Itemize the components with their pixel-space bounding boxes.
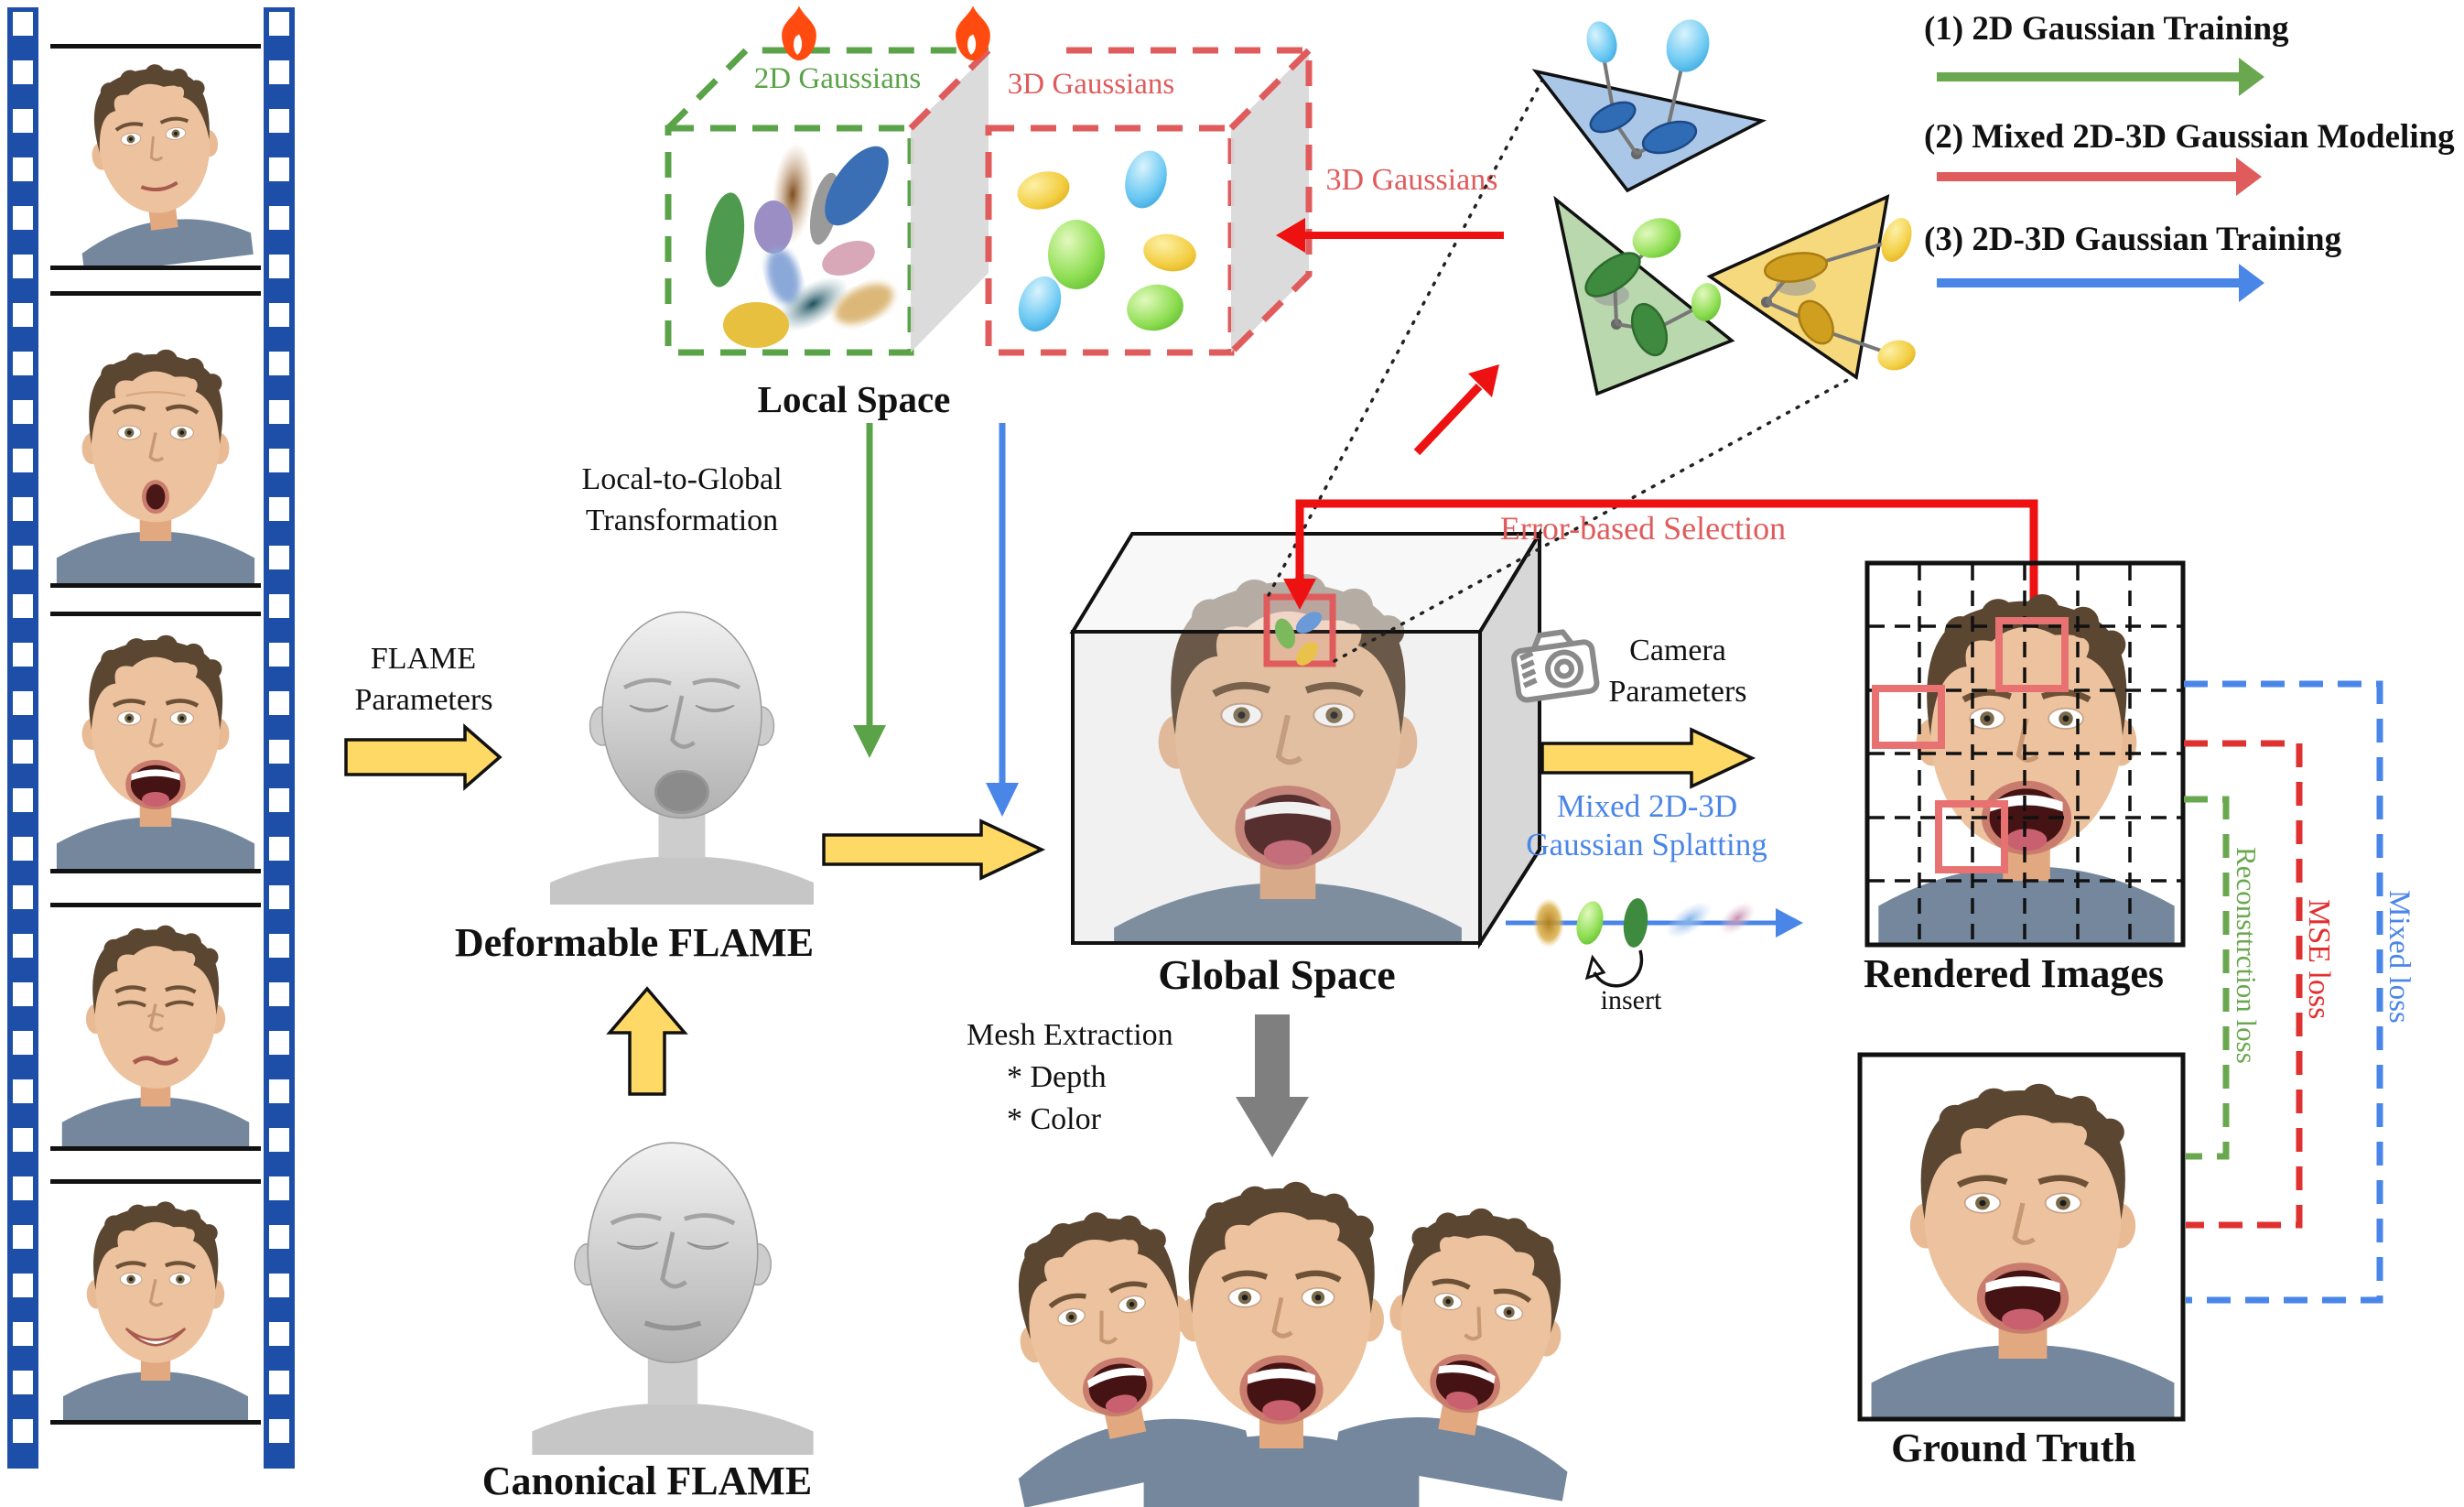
legend-arrow-2d-training	[1937, 58, 2264, 96]
filmstrip-left-rail	[7, 7, 38, 1469]
flame-icon-2d	[782, 5, 816, 61]
rendered-images-box	[1864, 560, 2186, 945]
global-space-cube	[1069, 526, 1543, 949]
camera-parameters-arrow	[1540, 727, 1756, 789]
filmstrip-frame-1	[50, 44, 261, 270]
2d-gaussian-blobs	[705, 143, 893, 348]
deformable-flame-label: Deformable FLAME	[454, 920, 815, 965]
canonical-up-arrow	[606, 986, 688, 1096]
reconstruction-loss-label: Reconsttrction loss	[2231, 847, 2263, 1064]
filmstrip-right-rail	[264, 7, 295, 1469]
mixed-splatting-line2: Gaussian Splatting	[1526, 827, 1767, 862]
2d3d-training-down-arrow	[986, 423, 1019, 817]
triangle-yellow	[1706, 194, 1916, 380]
rendered-images-label: Rendered Images	[1864, 951, 2164, 996]
reconstruction-loss-path	[2184, 796, 2230, 1160]
splatting-ray	[1506, 898, 1803, 988]
error-based-selection-label: Error-based Selection	[1499, 510, 1787, 547]
triangle-green	[1553, 195, 1735, 396]
flame-parameters-arrow	[344, 723, 503, 791]
mse-loss-path	[2184, 740, 2303, 1229]
ground-truth-box	[1857, 1052, 2186, 1419]
local-to-global-arrow	[822, 819, 1046, 881]
mesh-extraction-depth: * Depth	[1007, 1060, 1107, 1094]
local-space-3d-box	[908, 47, 1313, 356]
3d-gaussian-blobs	[1017, 150, 1196, 332]
legend-item-2: (2) Mixed 2D-3D Gaussian Modeling	[1924, 118, 2455, 156]
local-to-global-line1: Local-to-Global	[581, 462, 783, 496]
flame-parameters-line1: FLAME	[370, 642, 477, 676]
legend-item-1: (1) 2D Gaussian Training	[1924, 10, 2289, 48]
camera-icon	[1511, 629, 1600, 703]
insert-label: insert	[1600, 985, 1662, 1015]
filmstrip-frame-4	[50, 903, 261, 1151]
filmstrip-frame-2	[50, 291, 261, 588]
mixed-loss-path	[2184, 680, 2383, 1304]
local-space-title: Local Space	[757, 378, 951, 420]
camera-parameters-line1: Camera	[1629, 634, 1726, 667]
3d-gaussians-arrow-label: 3D Gaussians	[1325, 163, 1498, 197]
flame-parameters-line2: Parameters	[354, 683, 493, 717]
mixed-loss-label: Mixed loss	[2383, 890, 2415, 1024]
mse-loss-label: MSE loss	[2302, 899, 2336, 1020]
local-to-global-line2: Transformation	[585, 504, 779, 537]
canonical-flame-label: Canonical FLAME	[481, 1458, 813, 1503]
deformable-flame-head	[550, 613, 814, 905]
filmstrip-frame-3	[50, 612, 261, 873]
label-3d-gaussians: 3D Gaussians	[1007, 68, 1175, 101]
extracted-mesh-heads	[967, 1182, 1610, 1507]
zoom-guide-lines	[1267, 70, 1854, 663]
legend-arrow-mixed-modeling	[1937, 157, 2262, 196]
mesh-extraction-title: Mesh Extraction	[967, 1018, 1173, 1052]
triangle-blue	[1531, 19, 1767, 193]
ground-truth-label: Ground Truth	[1891, 1426, 2136, 1470]
canonical-flame-head	[532, 1143, 813, 1455]
selection-zoom-arrow	[1413, 364, 1499, 456]
3d-gaussians-arrow	[1276, 218, 1504, 253]
flame-icon-3d	[956, 5, 990, 61]
legend-item-3: (3) 2D-3D Gaussian Training	[1924, 221, 2342, 258]
label-2d-gaussians: 2D Gaussians	[753, 62, 922, 95]
mixed-splatting-line1: Mixed 2D-3D	[1556, 788, 1738, 824]
mesh-extraction-color: * Color	[1007, 1102, 1101, 1136]
filmstrip-frame-5	[50, 1179, 261, 1425]
global-space-title: Global Space	[1158, 951, 1396, 998]
2d-training-down-arrow	[853, 423, 886, 758]
mesh-extraction-arrow	[1236, 1014, 1309, 1157]
legend-arrow-2d3d-training	[1937, 264, 2264, 302]
camera-parameters-line2: Parameters	[1608, 675, 1747, 709]
